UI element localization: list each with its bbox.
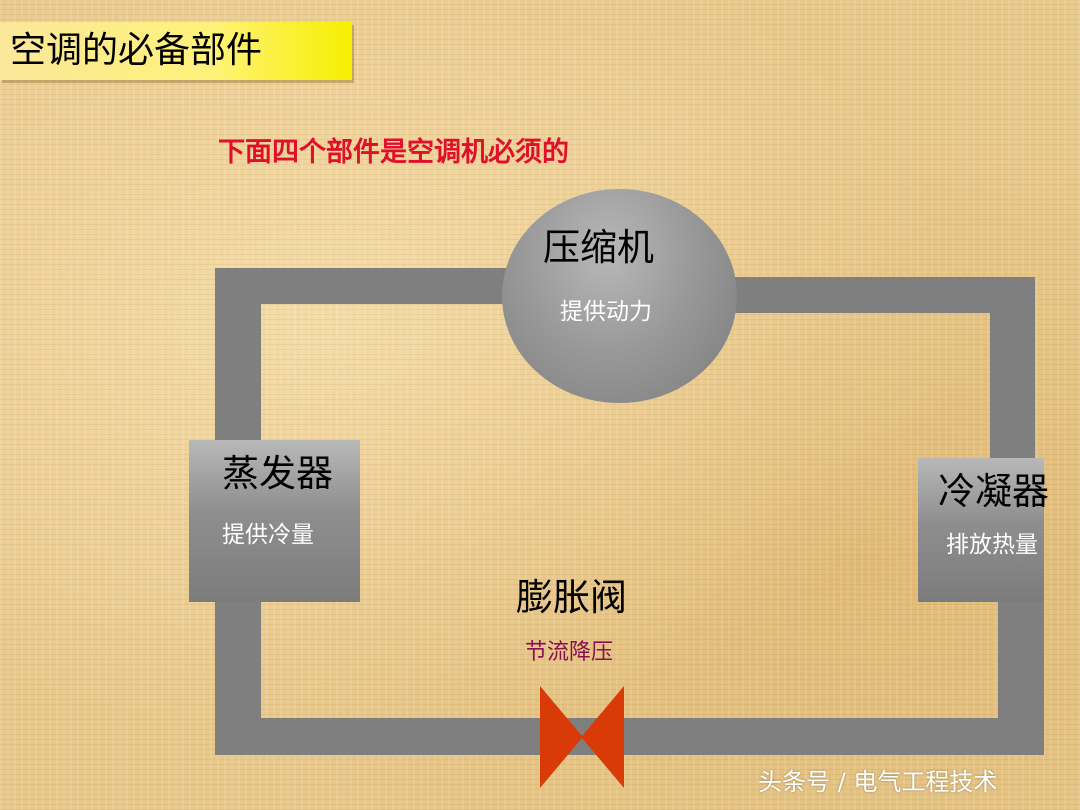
pipe-bottom bbox=[215, 718, 1044, 755]
condenser-function: 排放热量 bbox=[946, 532, 1038, 558]
evaporator-node bbox=[189, 440, 360, 602]
expansion-valve-symbol bbox=[540, 686, 624, 788]
expansion-valve-function: 节流降压 bbox=[525, 640, 614, 665]
compressor-function: 提供动力 bbox=[560, 299, 652, 325]
evaporator-label: 蒸发器 bbox=[222, 452, 333, 495]
evaporator-function: 提供冷量 bbox=[222, 522, 314, 548]
condenser-node bbox=[918, 458, 1044, 602]
pipe-left-upper bbox=[215, 268, 261, 448]
compressor-label: 压缩机 bbox=[543, 226, 654, 269]
slide-title: 空调的必备部件 bbox=[10, 30, 263, 71]
condenser-label: 冷凝器 bbox=[938, 470, 1049, 513]
pipe-top-right bbox=[730, 277, 1035, 313]
pipe-top-left bbox=[215, 268, 510, 304]
watermark: 头条号 / 电气工程技术 bbox=[758, 768, 998, 796]
expansion-valve-label: 膨胀阀 bbox=[516, 576, 627, 619]
title-bar: 空调的必备部件 bbox=[0, 22, 352, 80]
compressor-node bbox=[502, 189, 737, 403]
slide-subtitle: 下面四个部件是空调机必须的 bbox=[218, 137, 569, 168]
pipe-right-upper bbox=[990, 277, 1035, 467]
